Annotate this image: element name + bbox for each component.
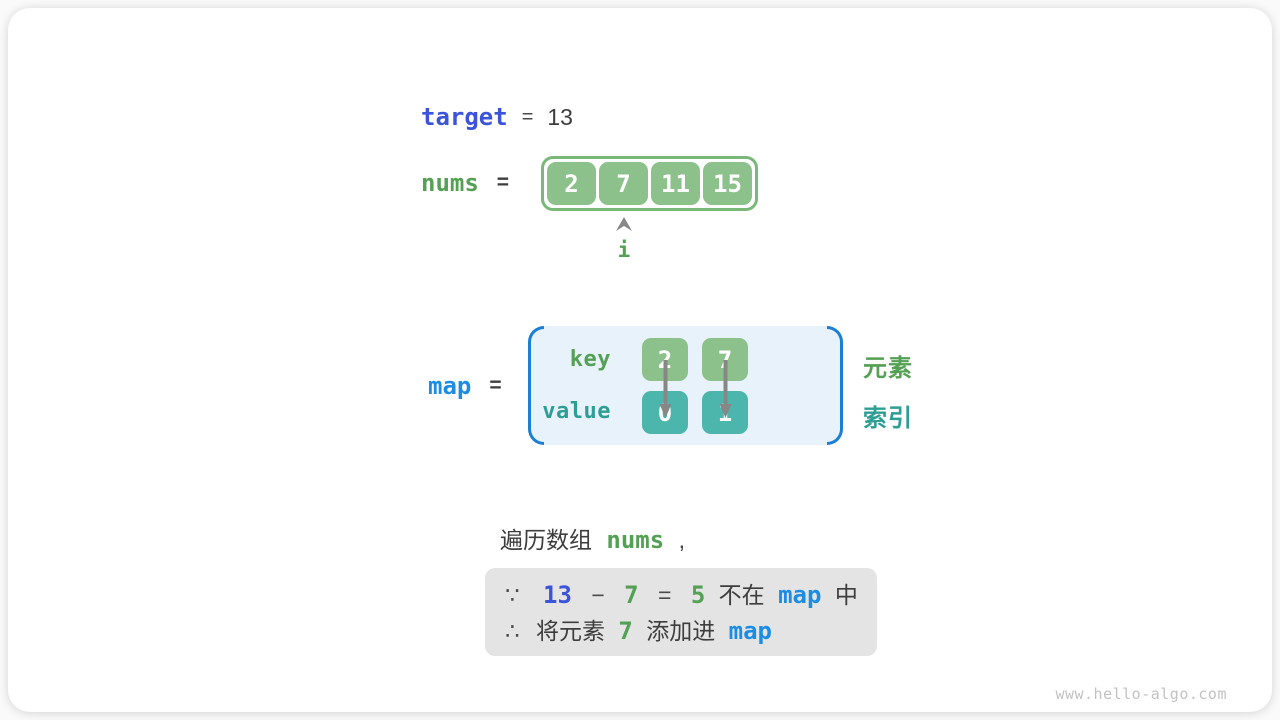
map-value-label: value [542, 399, 611, 424]
note-line-1: ∵ 13 − 7 = 5 不在 map 中 [505, 577, 877, 613]
index-side-label: 索引 [863, 405, 913, 432]
target-value: 13 [547, 103, 573, 130]
map-key-label: key [569, 347, 611, 372]
note-box: ∵ 13 − 7 = 5 不在 map 中 ∴ 将元素 7 添加进 map [485, 568, 877, 656]
index-pointer-label: i [617, 238, 631, 262]
map-equals: = [489, 374, 502, 397]
map-right-bracket [827, 326, 843, 445]
nums-var-name: nums [421, 169, 479, 197]
target-line: target = 13 [421, 103, 573, 131]
caption-prefix: 遍历数组 [500, 527, 592, 553]
note-mid-text: 添加进 [646, 618, 716, 644]
note-suffix-text: 中 [834, 582, 858, 608]
element-side-label: 元素 [863, 355, 913, 382]
target-var-name: target [421, 103, 508, 131]
map-key-cell: 2 [642, 338, 688, 381]
caption-line: 遍历数组 nums , [500, 521, 685, 555]
map-label-line: map = [428, 372, 502, 400]
nums-label-line: nums = [421, 169, 509, 197]
note-diff-value: 5 [690, 581, 706, 609]
target-equals: = [521, 105, 534, 128]
key-to-value-arrow-icon [659, 360, 672, 418]
map-left-bracket [528, 326, 544, 445]
note-num-value: 7 [624, 581, 639, 609]
map-var-name: map [428, 372, 472, 400]
minus-sign: − [591, 582, 605, 608]
array-cell: 7 [599, 162, 648, 205]
note-line-2: ∴ 将元素 7 添加进 map [505, 613, 877, 649]
caption-suffix: , [678, 527, 685, 553]
equals-sign: = [658, 582, 672, 608]
array-cell: 15 [703, 162, 752, 205]
figure-card: target = 13 nums = 2 7 11 15 i map = key… [8, 8, 1272, 712]
index-pointer: i [611, 216, 637, 262]
nums-array: 2 7 11 15 [541, 156, 758, 211]
note-map-code: map [778, 581, 822, 609]
because-mark: ∵ [505, 582, 520, 608]
note-pre-text: 将元素 [536, 618, 606, 644]
key-to-value-arrow-icon [719, 360, 732, 418]
nums-equals: = [496, 171, 510, 194]
pointer-up-icon [616, 217, 632, 231]
watermark: www.hello-algo.com [1055, 685, 1227, 703]
note-map-code: map [728, 617, 773, 645]
note-target-value: 13 [543, 581, 572, 609]
array-cell: 2 [547, 162, 596, 205]
caption-code: nums [606, 526, 665, 554]
note-num-value: 7 [618, 617, 633, 645]
note-mid-text: 不在 [718, 582, 765, 608]
array-cell: 11 [651, 162, 700, 205]
therefore-mark: ∴ [505, 618, 520, 644]
